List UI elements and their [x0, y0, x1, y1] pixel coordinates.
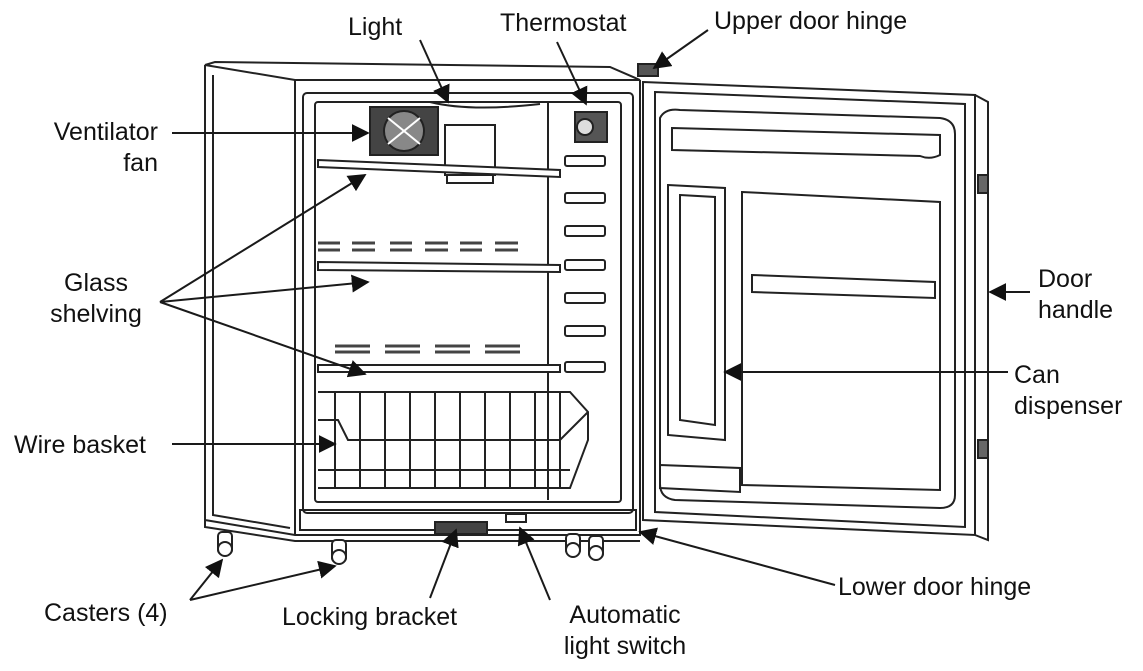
label-locking-bracket: Locking bracket [282, 603, 458, 631]
fridge-door [637, 63, 989, 542]
arrow-locking-bracket [429, 528, 459, 599]
label-thermostat: Thermostat [500, 9, 627, 37]
label-switch-line2: light switch [563, 632, 687, 660]
casters [217, 531, 604, 565]
arrow-thermostat [556, 41, 588, 106]
label-glass-line1: Glass [64, 269, 128, 297]
glass-shelves [317, 158, 561, 373]
ventilator-fan [369, 106, 439, 156]
label-glass-line2: shelving [50, 300, 142, 328]
label-door-handle: Door handle [1038, 264, 1113, 326]
arrow-shelf-2 [159, 274, 370, 303]
arrow-lower-hinge [638, 527, 836, 586]
arrow-upper-hinge [652, 29, 709, 70]
label-door-handle-line2: handle [1038, 296, 1114, 324]
label-door-handle-line1: Door [1038, 265, 1093, 293]
arrow-caster-1 [189, 558, 224, 601]
label-can-line2: dispenser [1014, 392, 1123, 420]
shelf-rails [564, 155, 606, 373]
label-glass-shelving: Glass shelving [32, 268, 160, 330]
arrow-caster-2 [189, 560, 337, 601]
fridge-cabinet [204, 60, 641, 542]
label-switch-line1: Automatic [569, 601, 681, 629]
label-can-line1: Can [1014, 361, 1060, 389]
label-lower-door-hinge: Lower door hinge [838, 573, 1032, 601]
label-upper-door-hinge: Upper door hinge [714, 7, 908, 35]
arrow-shelf-3 [159, 301, 367, 378]
callout-arrows [159, 29, 1030, 601]
label-light: Light [348, 13, 403, 41]
arrow-shelf-1 [159, 174, 367, 303]
label-ventilator-line2: fan [123, 149, 158, 177]
label-ventilator-line1: Ventilator [53, 118, 158, 146]
wire-basket [318, 391, 589, 489]
label-casters: Casters (4) [44, 599, 168, 627]
shelf-supports [318, 241, 520, 354]
light-housing [429, 101, 541, 184]
label-can-dispenser: Can dispenser [1014, 360, 1122, 422]
label-ventilator-fan: Ventilator fan [20, 117, 158, 179]
arrow-light [419, 39, 450, 104]
thermostat-dial [574, 111, 608, 143]
label-automatic-light-switch: Automatic light switch [545, 600, 705, 662]
label-wire-basket: Wire basket [14, 431, 146, 459]
arrow-light-switch [517, 526, 551, 601]
